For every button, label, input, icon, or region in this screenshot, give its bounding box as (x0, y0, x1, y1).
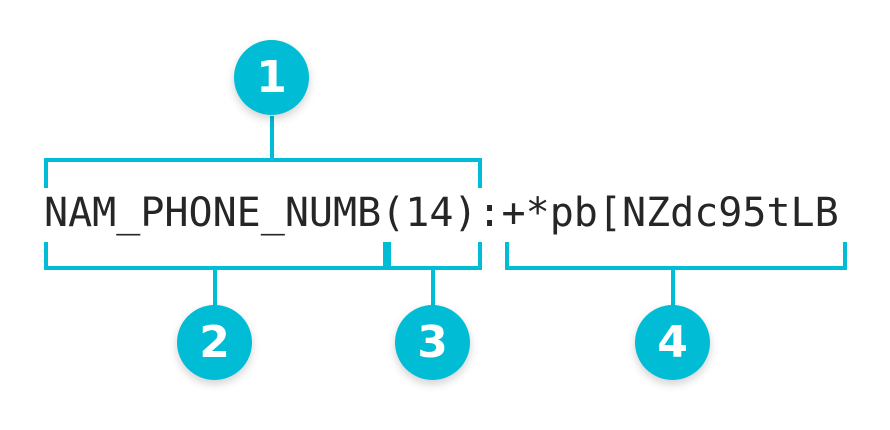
bracket-segment-1 (44, 158, 482, 188)
stem-segment-2 (213, 268, 217, 308)
callout-badge-3[interactable]: 3 (395, 305, 470, 380)
callout-badge-4[interactable]: 4 (635, 305, 710, 380)
callout-badge-2[interactable]: 2 (177, 305, 252, 380)
stem-segment-1 (270, 116, 274, 160)
bracket-segment-4 (505, 242, 847, 270)
code-string: NAM_PHONE_NUMB(14):+*pb[NZdc95tLB (44, 190, 839, 236)
bracket-segment-3 (387, 242, 482, 270)
callout-badge-1[interactable]: 1 (234, 40, 309, 115)
stem-segment-3 (431, 268, 435, 308)
bracket-segment-2 (44, 242, 387, 270)
stem-segment-4 (671, 268, 675, 308)
